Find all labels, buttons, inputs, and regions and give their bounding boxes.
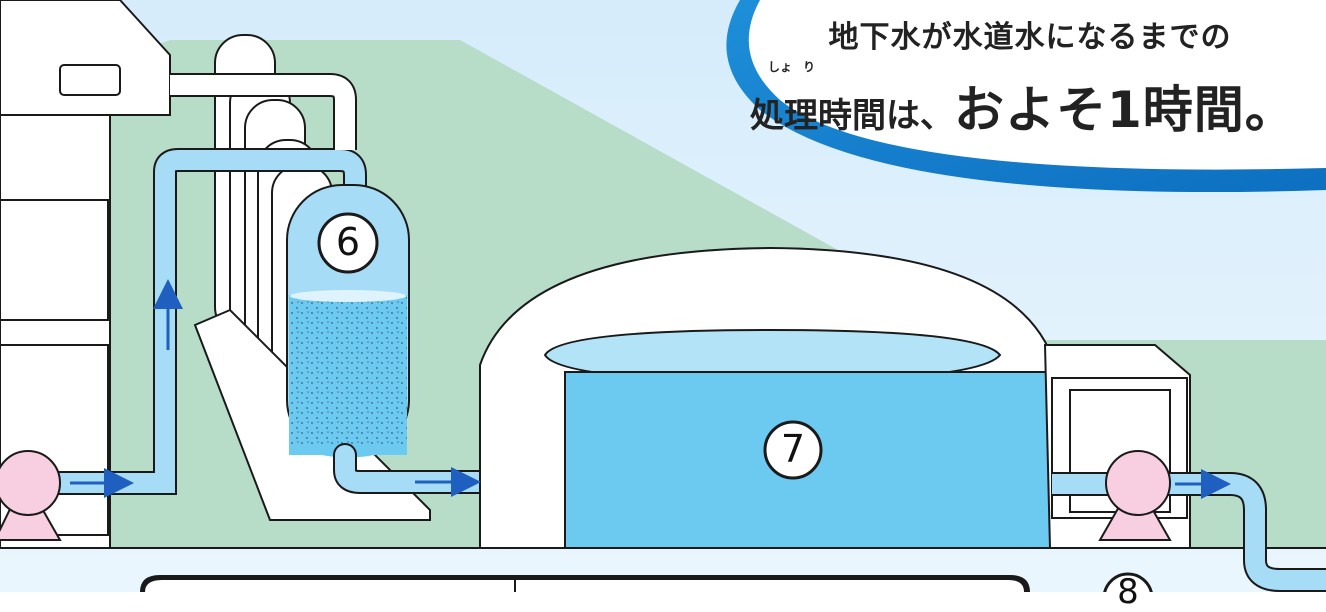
label-8: ⑧8 — [1117, 572, 1139, 612]
bubble-line-2-main: およそ1時間 — [954, 81, 1245, 139]
bubble-line-1: 地下水が水道水になるまでの — [828, 20, 1232, 55]
water-treatment-diagram — [0, 0, 1326, 592]
bubble-line-2-suffix: 。 — [1244, 81, 1296, 139]
ruby-ri: り — [803, 60, 816, 74]
pump-right — [1098, 450, 1172, 541]
ruby-sho: しょ — [768, 60, 793, 74]
label-6-circle — [317, 212, 379, 274]
label-7: ⑦7 — [780, 427, 806, 471]
bubble-line-2-prefix: 処理時間は、 — [750, 96, 954, 136]
label-8-circle — [1103, 572, 1153, 592]
pump-left — [0, 450, 62, 541]
info-bubble — [726, 0, 1326, 193]
bubble-line-2: 処理時間は、およそ1時間。 — [750, 70, 1296, 142]
flow-arrows — [70, 279, 1231, 499]
label-6: ⑥6 — [335, 220, 361, 264]
reservoir-7 — [479, 246, 1056, 549]
filter-tank-6 — [286, 184, 410, 458]
label-7-circle — [763, 420, 823, 480]
